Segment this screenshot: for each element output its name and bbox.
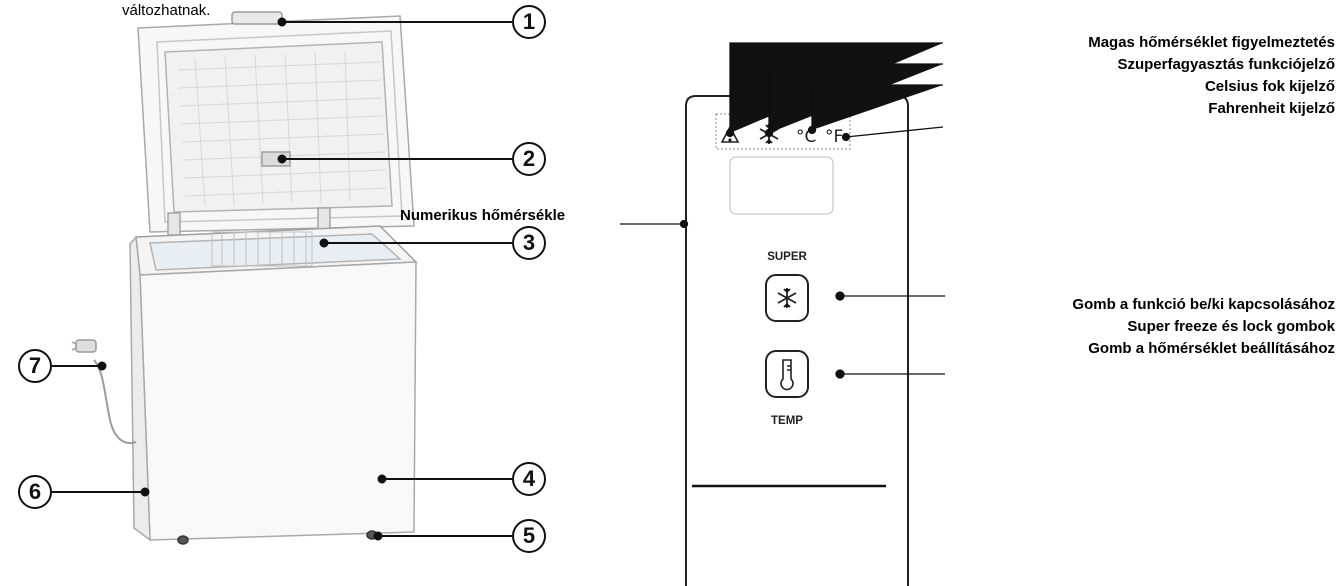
control-panel: °C °F SUPER TEMP bbox=[685, 95, 909, 586]
label-function-toggle: Gomb a funkció be/ki kapcsolásához bbox=[1072, 296, 1335, 313]
label-fahrenheit-indicator: Fahrenheit kijelző bbox=[1208, 100, 1335, 117]
label-super-freeze-indicator: Szuperfagyasztás funkciójelző bbox=[1117, 56, 1335, 73]
cabinet-side bbox=[129, 235, 151, 542]
lid-texture bbox=[177, 50, 388, 207]
lid-inner-panel bbox=[164, 41, 393, 213]
callout-5: 5 bbox=[512, 519, 546, 553]
numeric-display bbox=[729, 156, 834, 215]
callout-7: 7 bbox=[18, 349, 52, 383]
super-button-text: SUPER bbox=[767, 251, 807, 263]
power-cord bbox=[93, 359, 137, 444]
unit-fahrenheit-text: °F bbox=[825, 127, 843, 147]
callout-leaders bbox=[52, 17, 512, 541]
label-numeric-display: Numerikus hőmérsékle bbox=[400, 207, 566, 224]
storage-basket bbox=[211, 231, 313, 267]
temp-button-text: TEMP bbox=[771, 415, 803, 427]
indicator-group-frame bbox=[715, 113, 851, 150]
label-high-temp-warning: Magas hőmérséklet figyelmeztetés bbox=[1088, 34, 1335, 51]
label-temperature-set: Gomb a hőmérséklet beállításához bbox=[1088, 340, 1335, 357]
label-super-freeze-lock: Super freeze és lock gombok bbox=[1127, 318, 1335, 335]
callout-6: 6 bbox=[18, 475, 52, 509]
label-celsius-indicator: Celsius fok kijelző bbox=[1204, 78, 1335, 95]
temp-button[interactable] bbox=[765, 350, 809, 398]
foot-left bbox=[177, 535, 189, 545]
panel-leaders bbox=[620, 42, 945, 379]
hinge-left bbox=[167, 212, 181, 236]
top-note: változhatnak. bbox=[122, 2, 211, 19]
power-plug-icon bbox=[71, 339, 97, 353]
callout-4: 4 bbox=[512, 462, 546, 496]
callout-2: 2 bbox=[512, 142, 546, 176]
callout-1: 1 bbox=[512, 5, 546, 39]
thermometer-icon bbox=[780, 359, 794, 391]
callout-3: 3 bbox=[512, 226, 546, 260]
lid-handle bbox=[231, 11, 283, 25]
chest-freezer-illustration bbox=[71, 11, 418, 545]
cabinet-front bbox=[139, 261, 417, 541]
snowflake-icon bbox=[777, 288, 797, 308]
